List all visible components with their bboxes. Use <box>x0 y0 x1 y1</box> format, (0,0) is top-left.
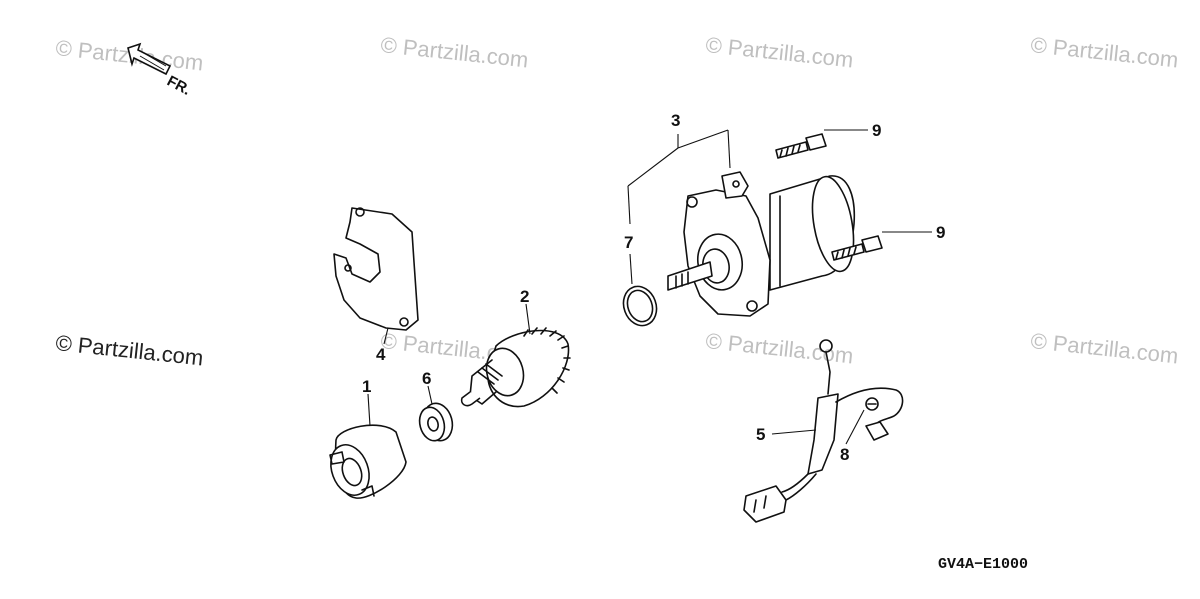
o-ring-part <box>622 285 658 327</box>
gasket-plate-part <box>333 207 419 331</box>
watermark: © Partzilla.com <box>704 32 854 72</box>
watermark: © Partzilla.com <box>1029 328 1179 368</box>
direction-label: FR. <box>164 73 193 99</box>
wire-harness-part <box>743 339 904 523</box>
bearing-part <box>418 402 454 442</box>
watermarks: © Partzilla.com © Partzilla.com © Partzi… <box>54 32 1179 370</box>
callout-2: 2 <box>520 287 529 306</box>
drawing-code: GV4A−E1000 <box>938 556 1028 573</box>
mounting-bolt-part <box>775 133 827 159</box>
callout-labels: 3 7 9 9 2 4 1 6 5 8 <box>362 111 945 464</box>
starter-motor-part <box>667 171 856 317</box>
watermark-main: © Partzilla.com <box>54 330 204 370</box>
callout-9-bottom: 9 <box>936 223 945 242</box>
watermark: © Partzilla.com <box>379 32 529 72</box>
clutch-gear-part <box>460 327 571 408</box>
callout-9-top: 9 <box>872 121 881 140</box>
callout-5: 5 <box>756 425 765 444</box>
mounting-bolt-part <box>831 235 883 261</box>
leader-lines <box>367 129 932 445</box>
callout-4: 4 <box>376 345 386 364</box>
watermark: © Partzilla.com <box>1029 32 1179 72</box>
ground-terminal-part <box>865 397 879 411</box>
callout-7: 7 <box>624 233 633 252</box>
callout-8: 8 <box>840 445 849 464</box>
callout-3: 3 <box>671 111 680 130</box>
callout-1: 1 <box>362 377 371 396</box>
gear-cover-cup-part <box>329 424 407 499</box>
callout-6: 6 <box>422 369 431 388</box>
